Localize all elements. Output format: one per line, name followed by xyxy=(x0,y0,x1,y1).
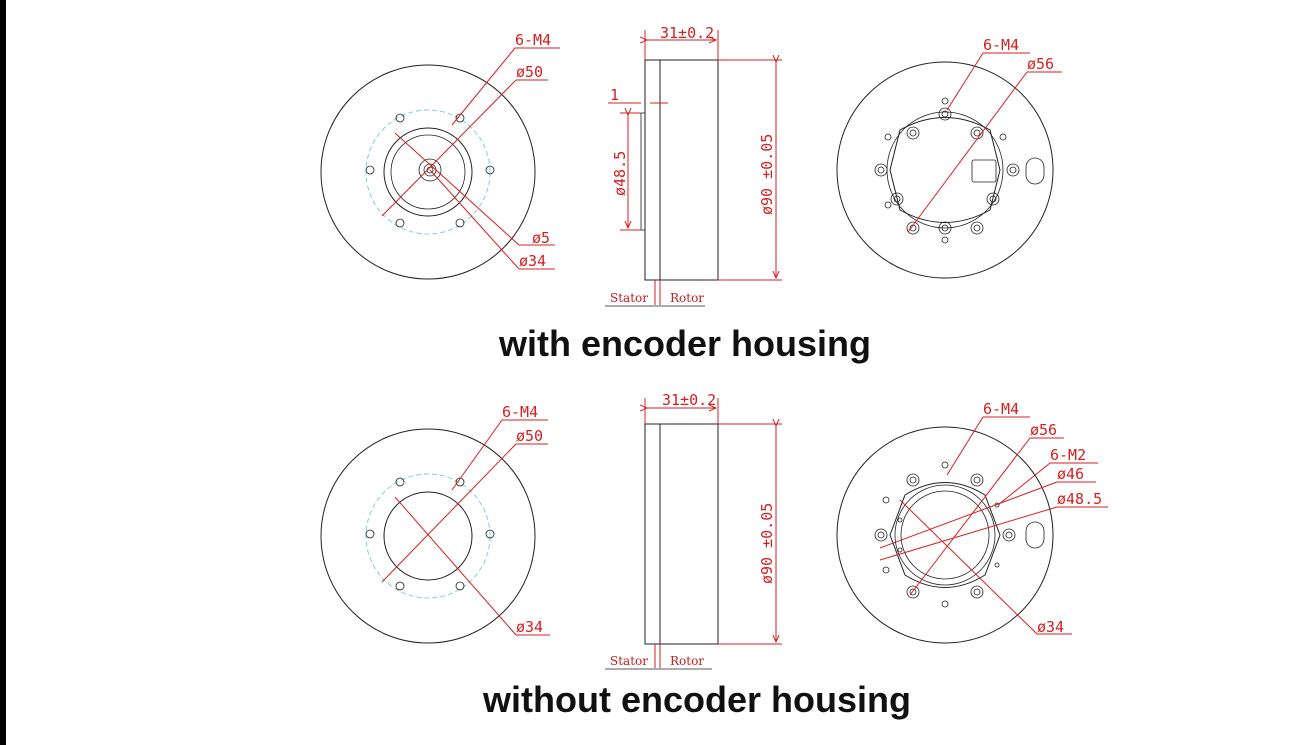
top-side-offset-label: 1 xyxy=(610,86,619,104)
bottom-caption: without encoder housing xyxy=(482,679,911,720)
bottom-front-holes-label: 6-M4 xyxy=(502,403,538,421)
bottom-stator-label: Stator xyxy=(610,654,648,668)
bottom-side-body-label: ø90 ±0.05 xyxy=(758,503,776,584)
bottom-rear-m2-label: 6-M2 xyxy=(1050,446,1086,464)
bottom-rear-d34-label: ø34 xyxy=(1037,618,1064,636)
top-front-view: 6-M4 ø50 ø5 ø34 xyxy=(320,31,560,280)
bottom-side-view: 31±0.2 ø90 ±0.05 Stator Rotor xyxy=(605,391,782,670)
bottom-rear-d485-label: ø48.5 xyxy=(1057,490,1102,508)
top-side-width-label: 31±0.2 xyxy=(660,24,714,42)
top-front-d34-label: ø34 xyxy=(519,252,546,270)
top-front-holes-label: 6-M4 xyxy=(515,31,551,49)
bottom-rear-holes-label: 6-M4 xyxy=(983,400,1019,418)
top-stator-label: Stator xyxy=(610,291,648,305)
bottom-rear-view: 6-M4 ø56 6-M2 ø46 ø48.5 ø34 xyxy=(836,400,1108,644)
top-rear-holes-label: 6-M4 xyxy=(983,36,1019,54)
bottom-front-d50-label: ø50 xyxy=(516,427,543,445)
bottom-rear-d56-label: ø56 xyxy=(1030,421,1057,439)
left-edge-bar xyxy=(0,0,6,745)
bottom-rotor-label: Rotor xyxy=(670,654,704,668)
bottom-front-view: 6-M4 ø50 ø34 xyxy=(320,403,550,644)
top-side-bore-label: ø48.5 xyxy=(611,151,629,196)
top-rear-view: 6-M4 ø56 xyxy=(836,36,1062,279)
top-side-view: 31±0.2 1 ø48.5 ø90 ±0.05 Stator Rotor xyxy=(605,24,782,307)
top-rotor-label: Rotor xyxy=(670,291,704,305)
top-rear-d56-label: ø56 xyxy=(1027,55,1054,73)
bottom-side-width-label: 31±0.2 xyxy=(662,391,716,409)
bottom-rear-d46-label: ø46 xyxy=(1057,465,1084,483)
top-side-body-label: ø90 ±0.05 xyxy=(758,134,776,215)
top-front-d5-label: ø5 xyxy=(532,229,550,247)
bottom-front-d34-label: ø34 xyxy=(516,618,543,636)
top-caption: with encoder housing xyxy=(498,323,871,364)
top-front-d50-label: ø50 xyxy=(516,63,543,81)
